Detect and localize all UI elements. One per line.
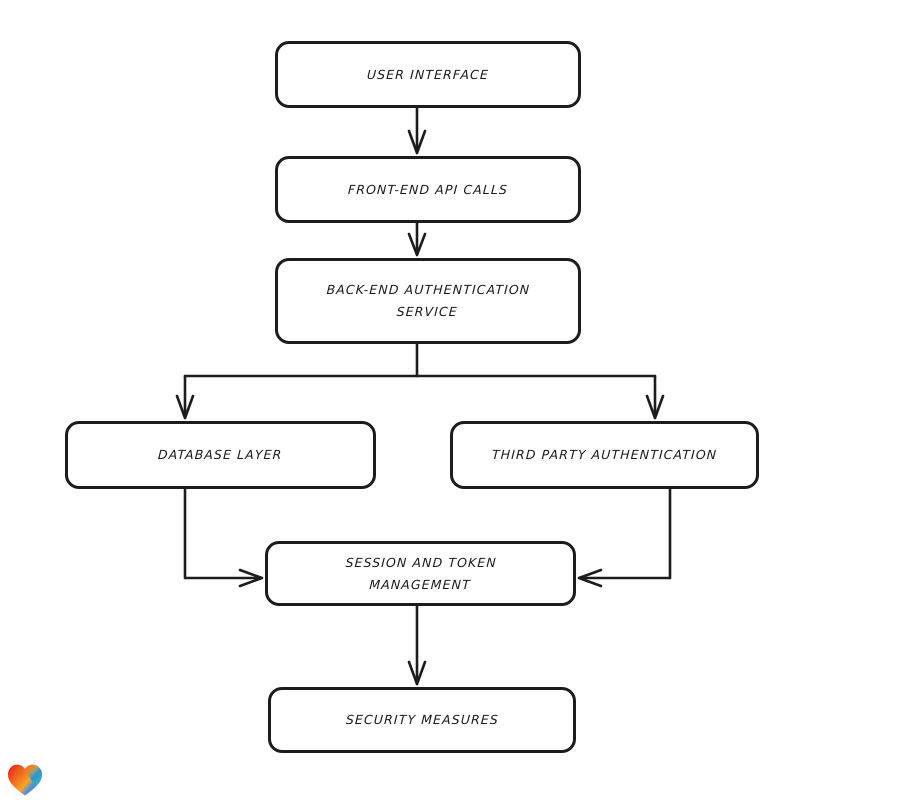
edge-session-to-security <box>407 604 427 686</box>
node-security-measures[interactable]: Security Measures <box>268 687 576 753</box>
node-third-party-authentication-label: Third Party Authentication <box>491 447 718 463</box>
node-user-interface[interactable]: User Interface <box>275 41 581 108</box>
node-frontend-api-calls-label: Front-End API Calls <box>347 181 509 197</box>
node-security-measures-label: Security Measures <box>345 712 499 728</box>
edge-branch-to-database <box>175 374 195 420</box>
node-session-and-token-management[interactable]: Session and Token Management <box>265 541 576 606</box>
node-session-and-token-management-label: Session and Token Management <box>345 554 498 592</box>
node-backend-authentication-service-label: Back-End Authentication Service <box>326 282 531 319</box>
edge-ui-to-frontend <box>407 106 427 155</box>
edge-database-to-session <box>183 487 264 588</box>
node-database-layer-label: Database Layer <box>157 447 284 463</box>
node-database-layer[interactable]: Database Layer <box>65 421 376 489</box>
edge-backend-branch-bus <box>183 342 657 378</box>
node-user-interface-label: User Interface <box>366 66 490 82</box>
gradient-heart-icon <box>7 763 43 797</box>
node-third-party-authentication[interactable]: Third Party Authentication <box>450 421 759 489</box>
node-frontend-api-calls[interactable]: Front-End API Calls <box>275 156 581 223</box>
edge-frontend-to-backend <box>407 221 427 257</box>
edge-branch-to-third-party <box>645 374 665 420</box>
edge-third-party-to-session <box>577 487 672 588</box>
node-backend-authentication-service[interactable]: Back-End Authentication Service <box>275 258 581 344</box>
